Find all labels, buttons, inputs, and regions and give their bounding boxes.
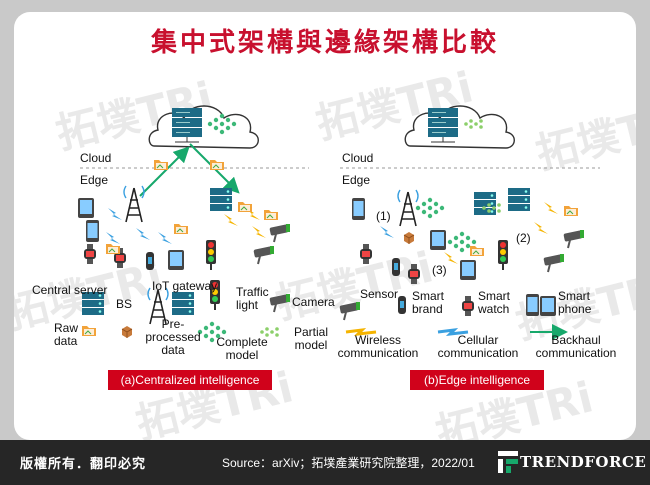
- gateway-icon: [210, 188, 232, 211]
- source-note: Source：arXiv；拓墣產業研究院整理，2022/01: [222, 456, 475, 470]
- preprocessed-data-label: Pre-processed data: [145, 317, 201, 357]
- slide-card: 拓墣TRi 拓墣TRi 拓墣TRi 拓墣TRi 拓墣TRi 拓墣TRi 拓墣TR…: [14, 12, 636, 440]
- marker-1: (1): [376, 209, 391, 223]
- footer-bar: 版權所有．翻印必究 Source：arXiv；拓墣產業研究院整理，2022/01…: [0, 440, 650, 485]
- base-station-icon: [123, 185, 145, 223]
- camera-label: Camera: [292, 295, 335, 309]
- wireless-label: Wireless communication: [337, 333, 419, 360]
- trendforce-logo-icon: [498, 451, 518, 473]
- iot-gateway-label: IoT gateway: [152, 279, 218, 293]
- base-station-icon: [397, 189, 419, 227]
- traffic-light-icon: [205, 239, 217, 271]
- preprocessed-data-icon: [121, 325, 133, 339]
- marker-2: (2): [516, 231, 531, 245]
- sensor-icon: [338, 301, 361, 321]
- camera-icon: [268, 223, 291, 243]
- raw-data-icon: [81, 325, 97, 337]
- left-edge-label: Edge: [80, 173, 109, 187]
- cellular-label: Cellular communication: [437, 333, 519, 360]
- complete-model-label: Complete model: [216, 335, 268, 362]
- smart-watch-label: Smart watch: [478, 289, 511, 316]
- tablet-icon: [430, 230, 446, 250]
- band-icon: [392, 258, 400, 276]
- right-cloud-label: Cloud: [342, 151, 374, 165]
- backhaul-link: [139, 146, 190, 197]
- traffic-light-icon: [497, 239, 509, 271]
- smart-brand-icon: [398, 296, 406, 314]
- smart-watch-icon: [462, 296, 474, 316]
- iot-gateway-icon: [172, 292, 194, 315]
- right-cloud: [404, 105, 515, 149]
- watch-icon: [84, 244, 96, 264]
- raw-data-label: Raw data: [54, 321, 79, 348]
- right-edge-label: Edge: [342, 173, 371, 187]
- backhaul-label: Backhaul communication: [535, 333, 617, 360]
- watch-icon: [408, 264, 420, 284]
- smart-phone-icon: [526, 294, 539, 316]
- page-title: 集中式架構與邊緣架構比較: [150, 28, 499, 58]
- cellular-legend-line: [437, 327, 469, 336]
- gateway-icon: [474, 192, 496, 215]
- smart-brand-label: Smart brand: [412, 289, 445, 316]
- smart-phone-label: Smart phone: [558, 289, 592, 316]
- left-cloud: [148, 105, 259, 149]
- bs-label: BS: [116, 297, 133, 311]
- centralized-intelligence-badge: (a)Centralized intelligence: [108, 370, 272, 390]
- tablet-icon: [460, 260, 476, 280]
- camera-icon: [542, 253, 565, 273]
- band-icon: [146, 252, 154, 270]
- phone-icon: [86, 220, 99, 242]
- left-cloud-label: Cloud: [80, 151, 112, 165]
- wireless-legend-line: [345, 327, 377, 336]
- partial-model-label: Partial model: [293, 325, 328, 352]
- phone-icon: [352, 198, 365, 220]
- gateway-icon: [508, 188, 530, 211]
- watch-icon: [360, 244, 372, 264]
- camera-icon: [562, 229, 585, 249]
- edge-intelligence-badge: (b)Edge intelligence: [410, 370, 544, 390]
- marker-3: (3): [432, 263, 447, 277]
- tablet-icon: [168, 250, 184, 270]
- central-server-label: Central server: [32, 283, 108, 297]
- tablet-icon: [78, 198, 94, 218]
- traffic-light-label: Traffic light: [236, 285, 269, 312]
- copyright-notice: 版權所有．翻印必究: [20, 456, 147, 471]
- camera-icon: [252, 245, 275, 265]
- brand-name: TRENDFORCE: [520, 453, 647, 471]
- architecture-diagram: [78, 105, 600, 343]
- smart-phone-icon: [540, 296, 556, 316]
- sensor-label: Sensor: [360, 287, 399, 301]
